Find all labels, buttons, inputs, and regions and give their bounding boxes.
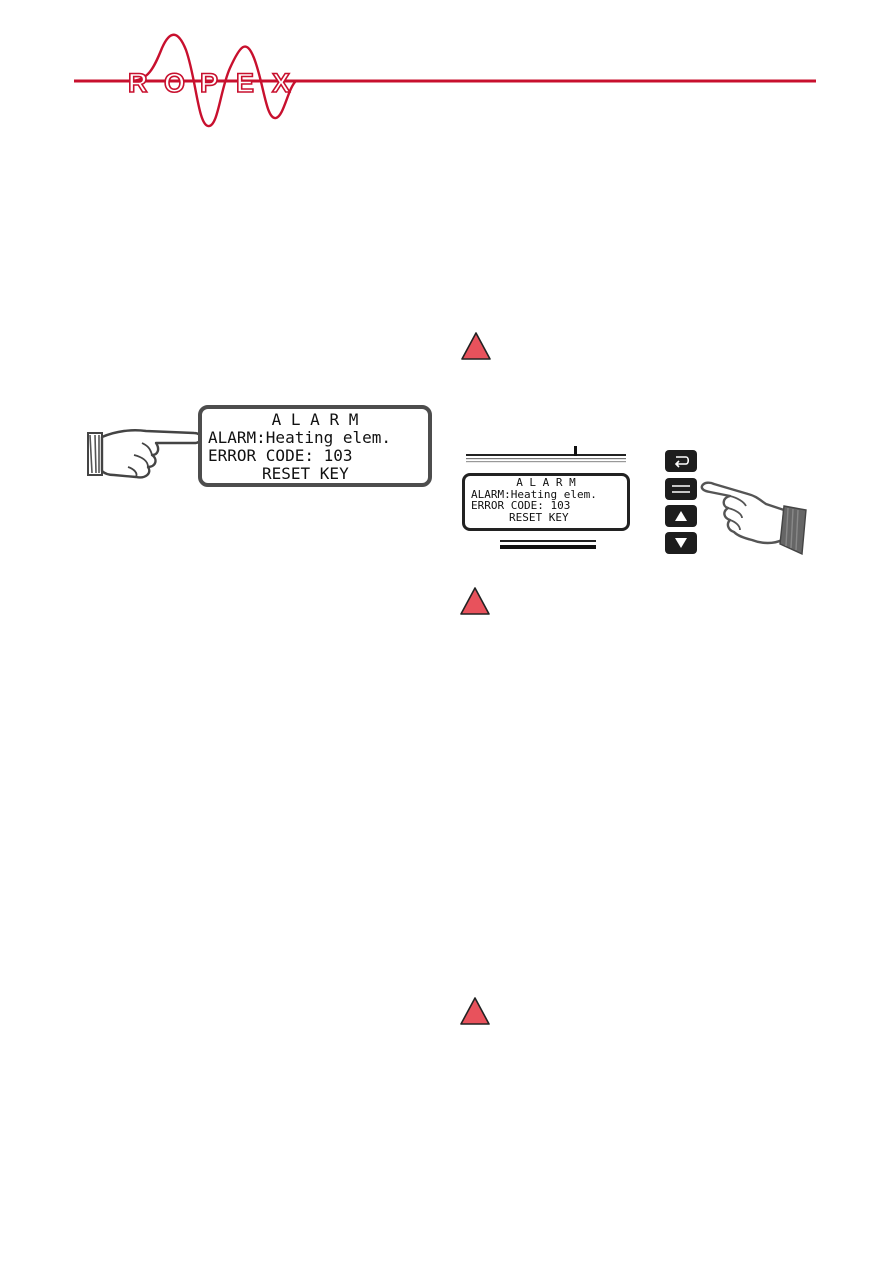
alarm-display-left: A L A R M ALARM:Heating elem. ERROR CODE… [198, 405, 432, 487]
enter-key-button[interactable] [665, 478, 697, 500]
ropex-logo: R O P E X [74, 33, 816, 128]
display-alarm-line: ALARM:Heating elem. [208, 428, 392, 447]
warning-triangle-icon [461, 332, 491, 360]
arrow-down-icon [675, 538, 687, 548]
display-error-code: ERROR CODE: 103 [208, 446, 353, 465]
device-base [500, 540, 596, 549]
display-alarm-line: ALARM:Heating elem. [471, 487, 597, 501]
pointing-hand-icon [87, 429, 203, 479]
device-top-bar [466, 446, 626, 463]
warning-triangle-icon [460, 587, 490, 615]
arrow-up-icon [675, 511, 687, 521]
logo-letter-p: P [200, 68, 218, 98]
display-reset-key: RESET KEY [262, 464, 349, 483]
logo-letter-e: E [236, 68, 254, 98]
down-key-button[interactable] [665, 532, 697, 554]
logo-letter-x: X [272, 68, 290, 98]
warning-triangle-icon [460, 997, 490, 1025]
sine-wave [129, 33, 310, 128]
logo-letter-o: O [164, 68, 185, 98]
display-reset-key: RESET KEY [509, 510, 569, 524]
alarm-display-right: A L A R M ALARM:Heating elem. ERROR CODE… [462, 473, 630, 531]
return-icon [674, 456, 690, 468]
display-error-code: ERROR CODE: 103 [471, 499, 571, 512]
logo-letters: R O P E X [127, 67, 291, 99]
display-title: A L A R M [516, 476, 576, 489]
display-title: A L A R M [271, 410, 359, 429]
enter-icon [672, 485, 690, 493]
pointing-hand-icon [700, 481, 807, 556]
logo-letter-r: R [128, 68, 148, 98]
up-key-button[interactable] [665, 505, 697, 527]
return-key-button[interactable] [665, 450, 697, 472]
